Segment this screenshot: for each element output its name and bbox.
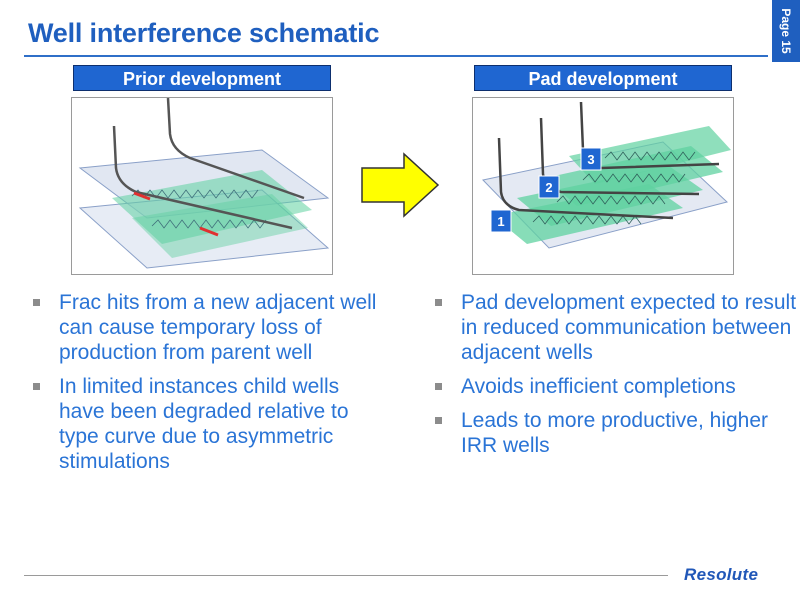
prior-development-header: Prior development [73,65,331,91]
well-label-1: 1 [497,214,504,229]
arrow-right-icon [361,152,440,218]
resolute-logo: Resolute [684,565,759,584]
pad-development-image: 1 2 3 [472,97,734,275]
list-item: In limited instances child wells have be… [27,374,379,474]
bullet-square-icon [33,299,40,306]
pad-development-bullets: Pad development expected to result in re… [429,290,797,467]
bullet-text: Frac hits from a new adjacent well can c… [59,291,377,364]
bullet-text: Avoids inefficient completions [461,375,736,398]
bullet-text: In limited instances child wells have be… [59,375,349,473]
bullet-square-icon [435,383,442,390]
page-number: Page 15 [779,8,793,54]
page-number-tab: Page 15 [772,0,800,62]
pad-development-header: Pad development [474,65,732,91]
footer-divider [24,575,668,576]
prior-development-image [71,97,333,275]
title-underline [24,55,768,57]
list-item: Pad development expected to result in re… [429,290,797,365]
well-label-2: 2 [545,180,552,195]
bullet-square-icon [435,417,442,424]
slide-title: Well interference schematic [28,18,380,48]
well-label-3: 3 [587,152,594,167]
list-item: Avoids inefficient completions [429,374,797,399]
prior-development-bullets: Frac hits from a new adjacent well can c… [27,290,379,483]
bullet-square-icon [33,383,40,390]
list-item: Leads to more productive, higher IRR wel… [429,408,797,458]
bullet-text: Pad development expected to result in re… [461,291,797,364]
list-item: Frac hits from a new adjacent well can c… [27,290,379,365]
bullet-text: Leads to more productive, higher IRR wel… [461,409,769,457]
bullet-square-icon [435,299,442,306]
